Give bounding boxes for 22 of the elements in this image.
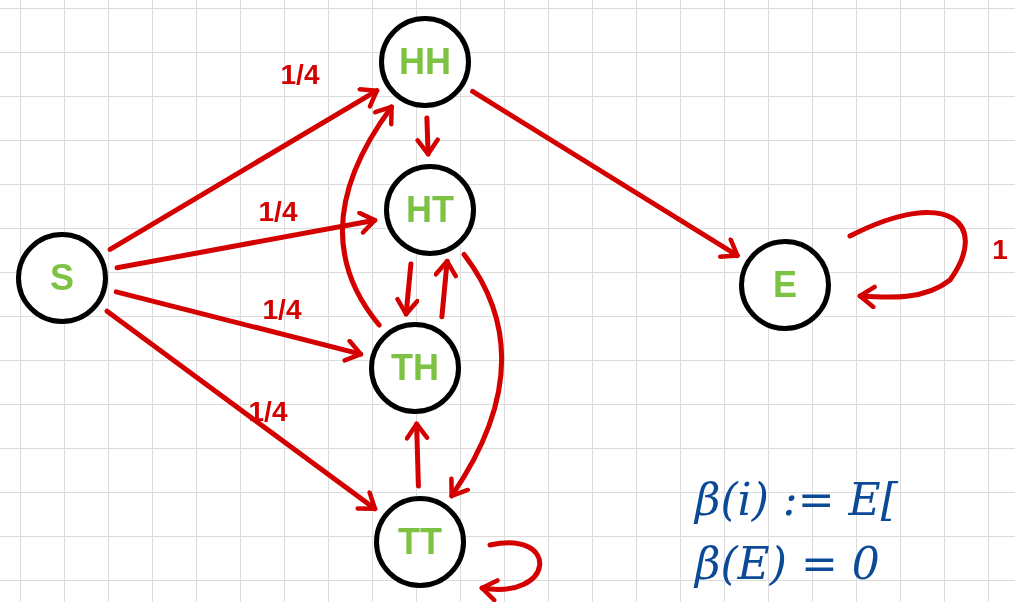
arrow <box>113 289 364 363</box>
arrow <box>847 210 968 310</box>
edge-label: 1/4 <box>258 198 298 226</box>
arrow <box>415 115 440 157</box>
state-name: HT <box>406 192 454 228</box>
state-name: S <box>50 260 74 296</box>
arrow <box>470 89 740 259</box>
arrow <box>107 86 380 252</box>
arrow <box>433 258 458 320</box>
formula-text: β(i) := E[ <box>695 473 898 527</box>
state-name: HH <box>399 44 451 80</box>
edge-label: 1/4 <box>280 61 320 89</box>
arrow <box>404 421 430 489</box>
state-name: TH <box>391 350 439 386</box>
edge-label: 1 <box>992 236 1008 264</box>
arrow <box>395 261 420 317</box>
state-name: E <box>773 267 797 303</box>
formula-text: β(E) = 0 <box>695 537 881 591</box>
arrow <box>479 540 543 602</box>
state-name: TT <box>398 524 442 560</box>
edge-label: 1/4 <box>262 296 302 324</box>
arrow <box>114 210 378 271</box>
